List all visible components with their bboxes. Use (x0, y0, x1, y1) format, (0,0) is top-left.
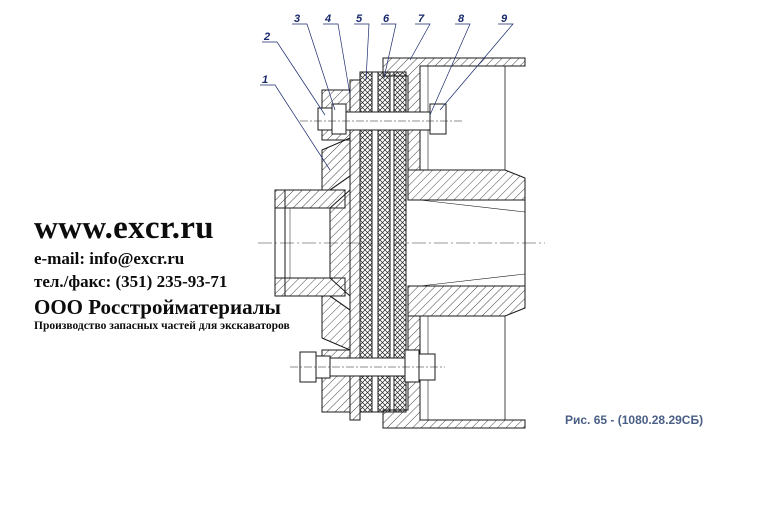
elastic-packs (359, 71, 407, 413)
part-label-4: 4 (324, 13, 331, 25)
right-housing (382, 57, 526, 429)
part-label-2: 2 (263, 31, 270, 43)
watermark-tagline: Производство запасных частей для экскава… (34, 320, 290, 332)
watermark-phone: тел./факс: (351) 235-93-71 (34, 272, 228, 291)
part-label-7: 7 (418, 13, 425, 25)
bottom-bolt (290, 349, 445, 383)
watermark-email: e-mail: info@excr.ru (34, 249, 185, 268)
part-label-1: 1 (262, 74, 268, 86)
leader-lines (260, 23, 514, 171)
part-label-3: 3 (294, 13, 300, 25)
part-label-5: 5 (356, 13, 363, 25)
figure-caption: Рис. 65 - (1080.28.29СБ) (565, 413, 704, 427)
watermark-site: www.excr.ru (34, 210, 214, 246)
part-label-8: 8 (458, 13, 465, 25)
part-label-9: 9 (501, 13, 508, 25)
part-label-6: 6 (383, 13, 390, 25)
watermark-company: ООО Росстройматериалы (34, 295, 281, 319)
left-hub (274, 137, 351, 351)
top-bolt (300, 103, 462, 135)
